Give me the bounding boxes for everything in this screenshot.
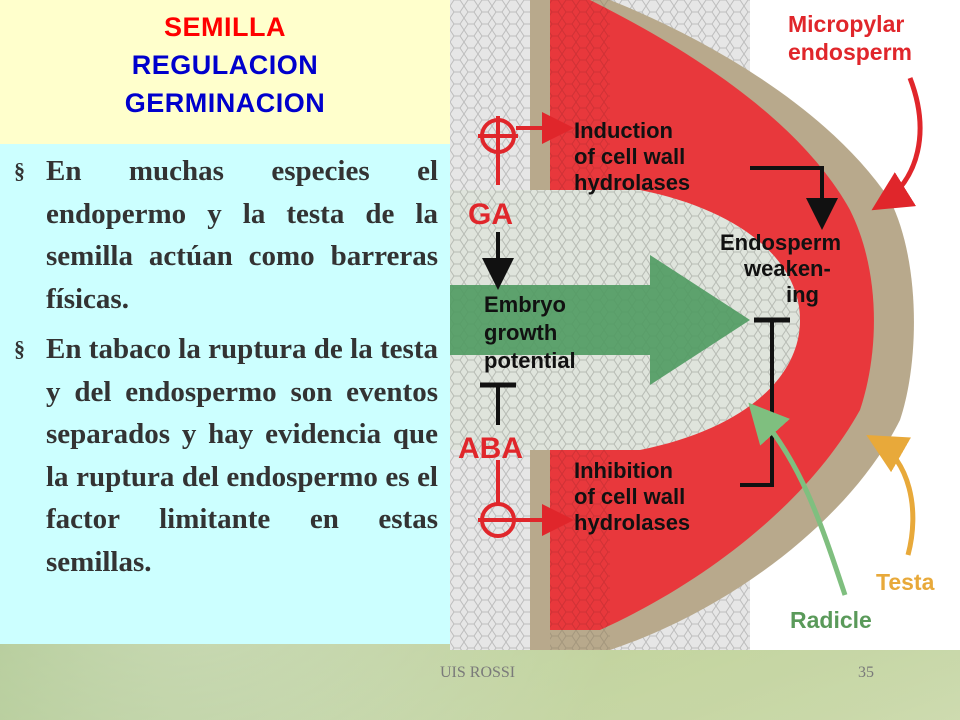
label-micropylar-2: endosperm [788, 39, 912, 65]
label-weakening-3: ing [786, 282, 819, 307]
label-ga: GA [468, 198, 513, 231]
label-aba: ABA [458, 432, 523, 465]
label-micropylar-1: Micropylar [788, 11, 904, 37]
label-inhibition-2: of cell wall [574, 484, 685, 509]
bullet-item: § En tabaco la ruptura de la testa y del… [14, 328, 438, 583]
text-box [0, 144, 450, 644]
footer-page-number: 35 [858, 664, 874, 681]
bullet-icon: § [14, 336, 25, 361]
label-embryo-2: growth [484, 320, 557, 345]
label-weakening-2: weaken- [743, 256, 831, 281]
ga-plus-icon [478, 116, 518, 185]
label-induction-2: of cell wall [574, 144, 685, 169]
label-induction-1: Induction [574, 118, 673, 143]
title-box: SEMILLA REGULACION GERMINACION [0, 0, 450, 144]
bullet-icon: § [14, 158, 25, 183]
title-line-2: REGULACION [131, 50, 319, 80]
seed-germination-diagram: Micropylar endosperm Induction of cell w… [450, 0, 960, 650]
micropylar-pointer [871, 77, 923, 211]
footer-author: UIS ROSSI [440, 664, 516, 681]
inhibition-weakening-line [740, 320, 774, 487]
bullet-text: En tabaco la ruptura de la testa y del e… [46, 333, 438, 578]
label-induction-3: hydrolases [574, 170, 690, 195]
title-line-1: SEMILLA [164, 12, 286, 42]
title-line-3: GERMINACION [124, 88, 326, 118]
bullet-text: En muchas especies el endopermo y la tes… [46, 155, 438, 315]
label-inhibition-1: Inhibition [574, 458, 673, 483]
label-weakening-1: Endosperm [720, 230, 841, 255]
label-embryo-1: Embryo [484, 292, 566, 317]
induction-weakening-arrow [750, 166, 838, 230]
bullet-item: § En muchas especies el endopermo y la t… [14, 150, 438, 320]
bullet-list: § En muchas especies el endopermo y la t… [14, 150, 438, 591]
aba-minus-icon [478, 460, 518, 538]
label-embryo-3: potential [484, 348, 576, 373]
radicle-pointer [748, 402, 848, 596]
embryo-growth-arrow [450, 255, 750, 385]
label-radicle: Radicle [790, 607, 872, 633]
label-testa: Testa [876, 569, 935, 595]
label-inhibition-3: hydrolases [574, 510, 690, 535]
testa-pointer [866, 435, 916, 556]
